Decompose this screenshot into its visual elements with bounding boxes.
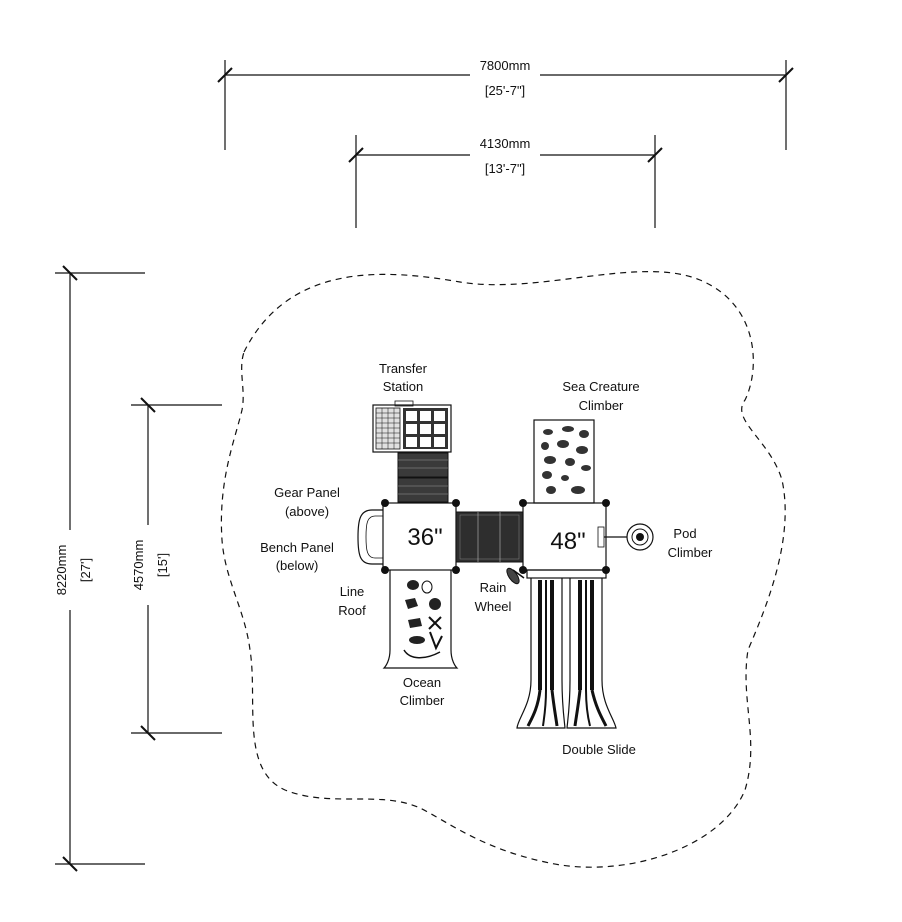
transfer-station [372, 400, 452, 503]
overall-length-mm: 8220mm [54, 545, 69, 596]
platform-48-height: 48" [550, 528, 585, 555]
bridge [455, 511, 524, 563]
transfer-station-step-grid [375, 407, 401, 450]
ocean-climber [382, 570, 459, 669]
label-transfer-station-2: Station [383, 379, 423, 394]
label-rain-wheel-1: Rain [480, 580, 507, 595]
structure-length-dimension: 4570mm [15'] [131, 397, 222, 741]
slide-left-chute [526, 580, 559, 727]
structure-width-dimension: 4130mm [13'-7"] [348, 135, 663, 228]
platform-48: 48" [519, 499, 610, 574]
label-rain-wheel-2: Wheel [475, 599, 512, 614]
label-bench-panel-1: Bench Panel [260, 540, 334, 555]
slide-right-chute [573, 580, 608, 727]
use-zone-boundary [220, 270, 786, 868]
sea-creature-climber [533, 419, 595, 504]
structure-width-mm: 4130mm [480, 136, 531, 151]
label-sea-creature-climber-1: Sea Creature [562, 379, 639, 394]
structure-width-ft: [13'-7"] [485, 161, 525, 176]
rain-wheel [506, 567, 525, 585]
label-ocean-climber-1: Ocean [403, 675, 441, 690]
pod-climber [604, 523, 654, 551]
label-pod-climber-1: Pod [673, 526, 696, 541]
label-sea-creature-climber-2: Climber [579, 398, 624, 413]
transfer-station-panel-grid [403, 408, 448, 449]
label-line-roof-1: Line [340, 584, 365, 599]
label-gear-panel-1: Gear Panel [274, 485, 340, 500]
overall-width-ft: [25'-7"] [485, 83, 525, 98]
label-transfer-station-1: Transfer [379, 361, 428, 376]
label-double-slide: Double Slide [562, 742, 636, 757]
overall-length-ft: [27'] [78, 558, 93, 582]
bench-panel [357, 509, 383, 565]
label-line-roof-2: Roof [338, 603, 366, 618]
overall-width-dimension: 7800mm [25'-7"] [217, 58, 794, 150]
label-pod-climber-2: Climber [668, 545, 713, 560]
platform-36: 36" [357, 499, 460, 574]
double-slide [516, 569, 617, 729]
label-ocean-climber-2: Climber [400, 693, 445, 708]
overall-width-mm: 7800mm [480, 58, 531, 73]
platform-36-height: 36" [407, 524, 442, 551]
structure-length-mm: 4570mm [131, 540, 146, 591]
overall-length-dimension: 8220mm [27'] [54, 265, 145, 872]
label-gear-panel-2: (above) [285, 504, 329, 519]
structure-length-ft: [15'] [155, 553, 170, 577]
label-bench-panel-2: (below) [276, 558, 319, 573]
